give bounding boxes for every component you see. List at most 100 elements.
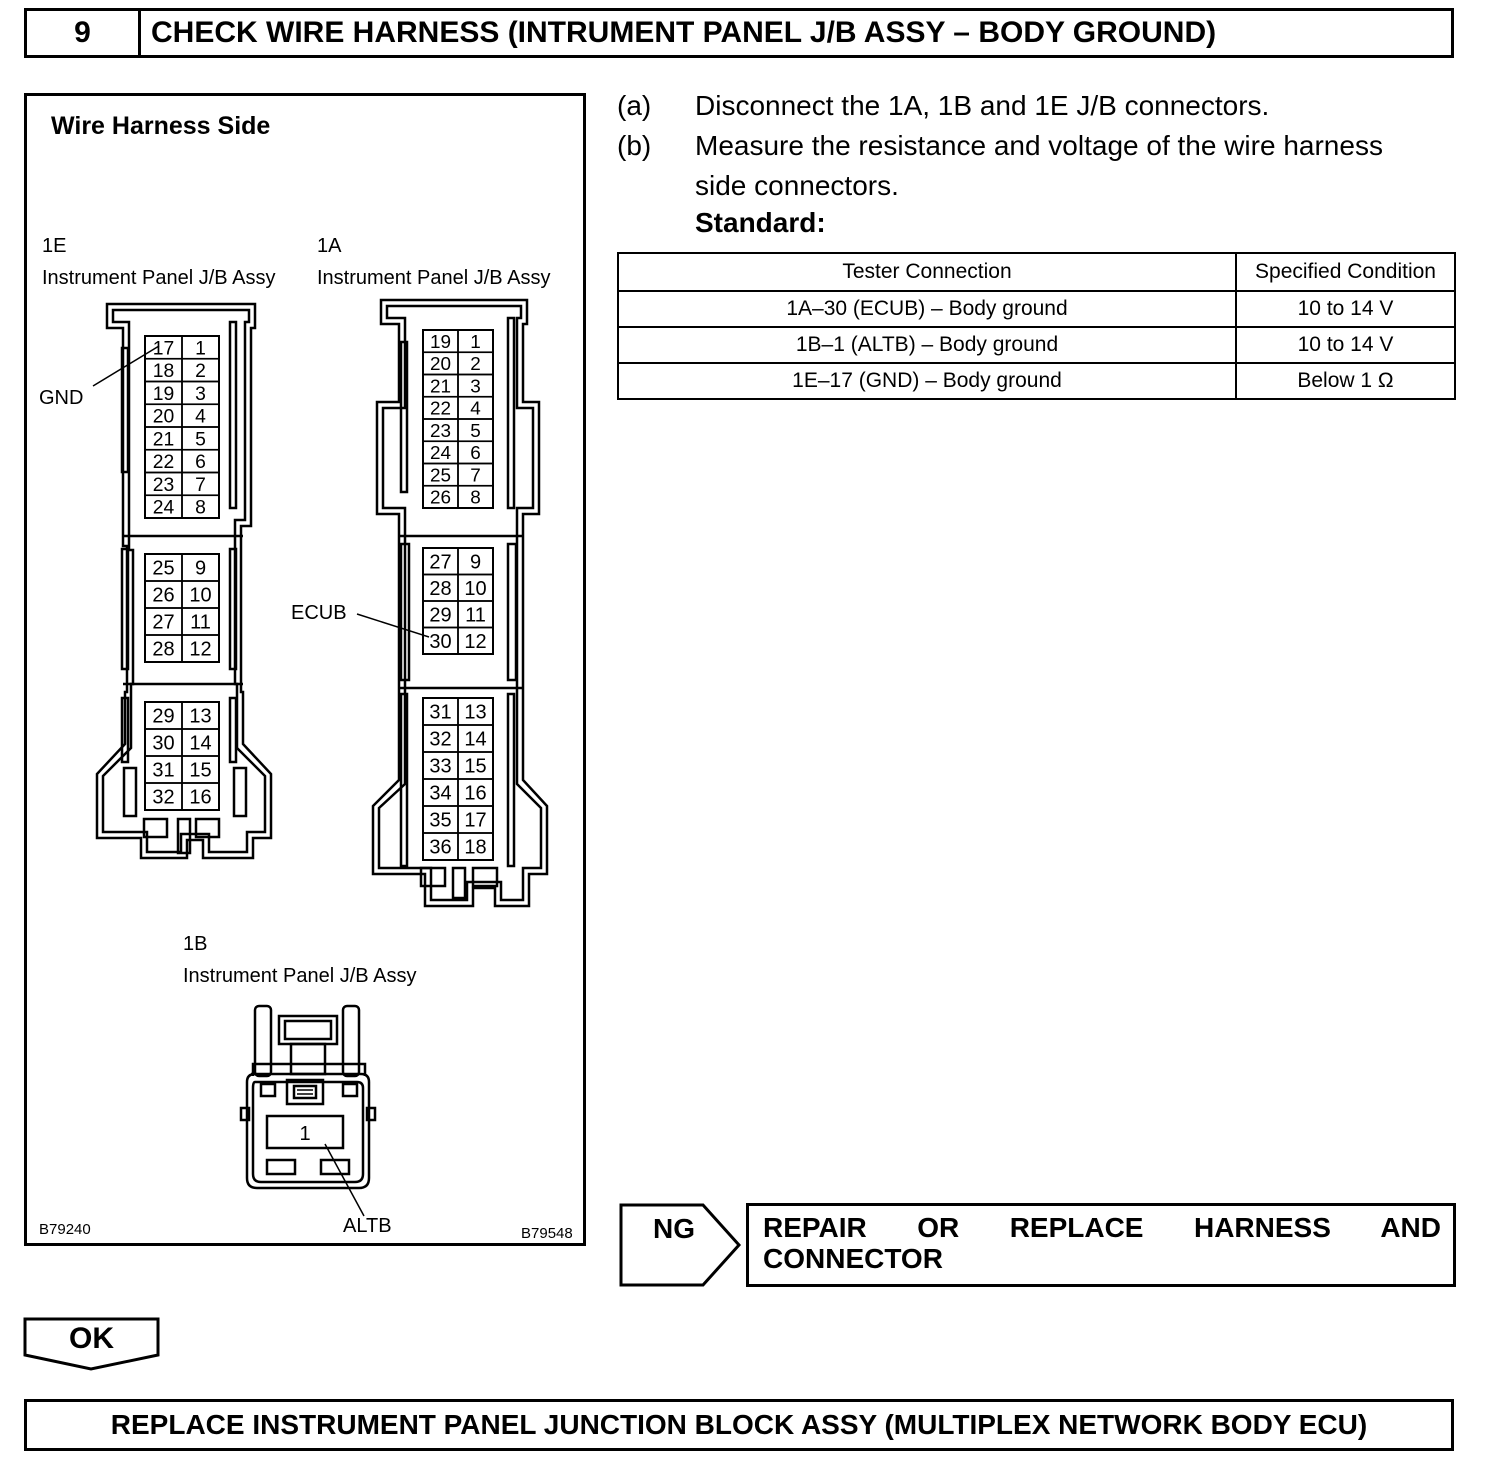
table-cell-condition: 10 to 14 V bbox=[1235, 290, 1456, 328]
pin-number: 18 bbox=[464, 837, 486, 859]
pin-number: 14 bbox=[464, 729, 486, 751]
pin-number: 3 bbox=[195, 384, 206, 405]
pin-number: 19 bbox=[153, 384, 175, 405]
ng-label: NG bbox=[653, 1213, 695, 1244]
pin-number: 9 bbox=[195, 558, 206, 580]
figure-code-left: B79240 bbox=[39, 1221, 91, 1238]
table-cell-condition: 10 to 14 V bbox=[1235, 326, 1456, 364]
pin-number: 17 bbox=[153, 338, 175, 359]
pin-number: 28 bbox=[152, 639, 174, 661]
connector-1a bbox=[371, 298, 549, 908]
pin-number: 1 bbox=[470, 332, 481, 353]
connector-1b bbox=[239, 1004, 377, 1190]
table-cell-connection: 1E–17 (GND) – Body ground bbox=[617, 362, 1237, 400]
pin-number: 36 bbox=[429, 837, 451, 859]
connector-1e-name: Instrument Panel J/B Assy bbox=[42, 267, 275, 289]
pin-number: 33 bbox=[429, 756, 451, 778]
pin-number: 16 bbox=[189, 787, 211, 809]
table-row: 1A–30 (ECUB) – Body ground 10 to 14 V bbox=[617, 290, 1456, 328]
ok-branch-arrow: OK bbox=[23, 1317, 160, 1371]
pin-number: 25 bbox=[430, 465, 451, 486]
pin-number: 26 bbox=[430, 488, 451, 509]
pin-cell bbox=[181, 494, 220, 519]
connector-1b-pin: 1 bbox=[299, 1123, 310, 1145]
callout-gnd-leader bbox=[92, 345, 160, 387]
ng-action-box: REPAIR OR REPLACE HARNESS AND CONNECTOR bbox=[746, 1203, 1456, 1287]
table-cell-condition: Below 1 Ω bbox=[1235, 362, 1456, 400]
pin-number: 7 bbox=[195, 475, 206, 496]
table-cell-connection: 1A–30 (ECUB) – Body ground bbox=[617, 290, 1237, 328]
pin-number: 32 bbox=[152, 787, 174, 809]
ok-label: OK bbox=[69, 1322, 114, 1355]
pin-cell bbox=[457, 484, 494, 509]
instruction-b: (b)Measure the resistance and voltage of… bbox=[617, 126, 1383, 166]
pin-number: 23 bbox=[430, 421, 451, 442]
pin-number: 30 bbox=[429, 631, 451, 653]
figure-code-right: B79548 bbox=[521, 1225, 573, 1242]
instruction-b-text-1: Measure the resistance and voltage of th… bbox=[695, 130, 1383, 161]
pin-number: 12 bbox=[464, 631, 486, 653]
table-row: 1E–17 (GND) – Body ground Below 1 Ω bbox=[617, 362, 1456, 400]
pin-number: 20 bbox=[153, 407, 175, 428]
instruction-a: (a) Disconnect the 1A, 1B and 1E J/B conn… bbox=[617, 86, 1269, 126]
pin-number: 4 bbox=[195, 407, 206, 428]
pin-number: 10 bbox=[464, 578, 486, 600]
connector-1a-name: Instrument Panel J/B Assy bbox=[317, 267, 550, 289]
pin-number: 22 bbox=[430, 399, 451, 420]
pin-number: 16 bbox=[464, 783, 486, 805]
connector-1b-code: 1B bbox=[183, 933, 207, 955]
connector-1a-code: 1A bbox=[317, 235, 342, 257]
table-header-tester-connection: Tester Connection bbox=[617, 252, 1237, 292]
pin-number: 9 bbox=[470, 551, 481, 573]
pin-number: 29 bbox=[429, 604, 451, 626]
pin-number: 2 bbox=[470, 354, 481, 375]
instruction-a-text: Disconnect the 1A, 1B and 1E J/B connect… bbox=[695, 90, 1270, 121]
step-title: CHECK WIRE HARNESS (INTRUMENT PANEL J/B … bbox=[151, 16, 1217, 49]
pin-number: 6 bbox=[195, 452, 206, 473]
pin-number: 11 bbox=[465, 604, 486, 626]
pin-number: 17 bbox=[464, 810, 486, 832]
pin-number: 7 bbox=[470, 465, 481, 486]
connector-1e bbox=[95, 302, 273, 860]
pin-number: 21 bbox=[430, 376, 451, 397]
callout-altb-leader bbox=[324, 1143, 365, 1217]
pin-number: 31 bbox=[152, 760, 174, 782]
standard-label: Standard: bbox=[695, 207, 826, 238]
wiring-figure: Wire Harness Side 1E Instrument Panel J/… bbox=[24, 93, 586, 1246]
pin-number: 15 bbox=[464, 756, 486, 778]
specification-table: Tester Connection Specified Condition 1A… bbox=[617, 252, 1456, 400]
pin-number: 35 bbox=[429, 810, 451, 832]
instruction-a-label: (a) bbox=[617, 90, 652, 121]
ng-branch-arrow: NG bbox=[619, 1203, 743, 1287]
callout-gnd: GND bbox=[39, 387, 83, 409]
pin-number: 8 bbox=[470, 488, 481, 509]
pin-number: 15 bbox=[189, 760, 211, 782]
ok-arrow-shape bbox=[23, 1317, 160, 1371]
pin-number: 5 bbox=[470, 421, 481, 442]
callout-ecub-leader bbox=[356, 613, 430, 638]
pin-number: 12 bbox=[189, 639, 211, 661]
pin-number: 29 bbox=[152, 706, 174, 728]
callout-altb: ALTB bbox=[343, 1215, 392, 1237]
pin-number: 24 bbox=[430, 443, 451, 464]
pin-number: 5 bbox=[195, 429, 206, 450]
pin-number: 23 bbox=[153, 475, 175, 496]
connector-diagram: Wire Harness Side 1E Instrument Panel J/… bbox=[39, 112, 573, 1242]
pin-number: 21 bbox=[153, 429, 175, 450]
pin-number: 27 bbox=[152, 612, 174, 634]
pin-number: 24 bbox=[153, 498, 175, 519]
pin-number: 4 bbox=[470, 399, 481, 420]
pin-cell bbox=[457, 832, 494, 861]
pin-number: 3 bbox=[470, 376, 481, 397]
pin-number: 28 bbox=[429, 578, 451, 600]
pin-number: 22 bbox=[153, 452, 175, 473]
pin-cell bbox=[181, 634, 220, 663]
pin-number: 30 bbox=[152, 733, 174, 755]
pin-number: 13 bbox=[189, 706, 211, 728]
pin-number: 18 bbox=[153, 361, 175, 382]
table-header-row: Tester Connection Specified Condition bbox=[617, 252, 1456, 292]
